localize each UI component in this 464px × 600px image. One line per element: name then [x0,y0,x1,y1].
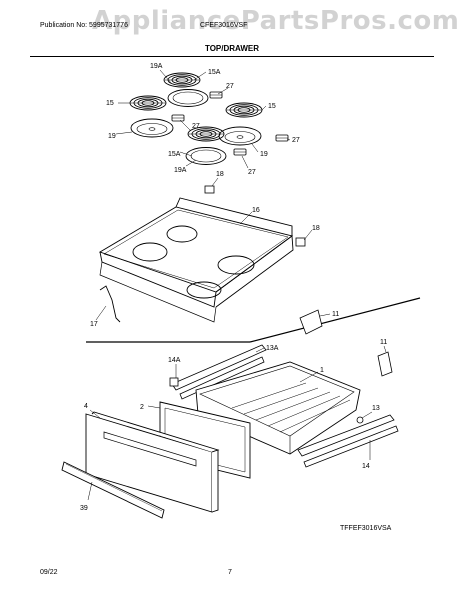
footer-page: 7 [228,569,232,576]
model-number: CFEF3016VSF [200,22,248,29]
label-27-c: 27 [292,137,300,144]
label-15-right: 15 [268,103,276,110]
kick-panel-39-detail [65,463,163,512]
receptacle-27-left [171,114,185,122]
receptacle-27-front [233,148,247,156]
diagram-code: TFFEF3016VSA [340,525,392,532]
watermark: AppliancePartsPros.com [92,6,460,36]
kick-panel-39 [61,461,165,519]
trim-ring-15a-top [167,89,209,107]
label-4: 4 [84,403,88,410]
publication-number: Publication No: 5995731776 [40,22,128,29]
burner-group-top [163,72,223,107]
separator-right [249,297,421,343]
footer-date: 09/22 [40,569,58,576]
burner-coil-top [163,72,201,88]
label-39: 39 [80,505,88,512]
label-18-b: 18 [312,225,320,232]
label-2: 2 [140,404,144,411]
label-27-d: 27 [248,169,256,176]
burner-coil-left [129,95,167,111]
drawer-box-1 [195,361,361,455]
bracket-11-lower [377,351,393,377]
label-17: 17 [90,321,98,328]
callouts: 19A 15A 27 15 15 19 27 27 15A 19 19A 27 … [40,63,392,576]
label-19-left: 19 [108,133,116,140]
burner-group-right [218,102,289,146]
label-19-right: 19 [260,151,268,158]
bracket-11-upper [299,309,323,335]
cooktop-16 [98,197,294,323]
leader-lines [87,69,387,501]
receptacle-27-right [275,134,289,142]
label-16: 16 [252,207,260,214]
wire-17 [99,285,121,323]
label-27-a: 27 [226,83,234,90]
burner-coil-right [225,102,263,118]
section-title: TOP/DRAWER [204,44,260,53]
label-14a: 14A [168,357,181,364]
label-13a: 13A [266,345,279,352]
clip-18-top [204,185,215,194]
label-27-b: 27 [192,123,200,130]
label-13: 13 [372,405,380,412]
label-15-left: 15 [106,100,114,107]
header-rule [30,56,434,57]
label-1: 1 [320,367,324,374]
label-15a-top: 15A [208,69,221,76]
drawer-rail-14 [297,414,399,468]
drip-pan-right [218,126,262,146]
label-15a-mid: 15A [168,151,181,158]
label-19a-top: 19A [150,63,163,70]
label-14: 14 [362,463,370,470]
drawer-front-4 [85,411,220,513]
label-19a-bot: 19A [174,167,187,174]
drip-pan-left [130,118,174,138]
label-18-a: 18 [216,171,224,178]
label-11-b: 11 [380,339,387,346]
clip-18-right [295,237,306,247]
label-11-a: 11 [332,311,339,318]
